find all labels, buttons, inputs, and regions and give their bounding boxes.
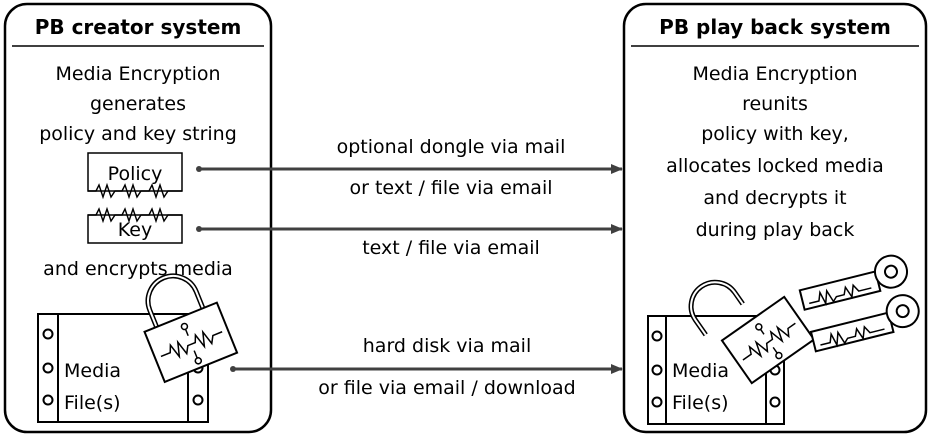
key-transfer-arrow: text / file via email (196, 224, 623, 259)
playback-open-padlock-icon (688, 279, 816, 385)
playback-media-label-1: Media (672, 360, 729, 382)
film-hole (769, 396, 781, 408)
playback-line-6: during play back (696, 219, 855, 241)
playback-media-label-2: File(s) (672, 392, 729, 414)
playback-key-icon (798, 254, 908, 311)
playback-line-4: allocates locked media (666, 155, 884, 177)
policy-transfer-arrow: optional dongle via mail or text / file … (196, 136, 623, 199)
playback-line-2: reunits (742, 93, 808, 115)
creator-encrypts-text: and encrypts media (43, 258, 233, 280)
playback-title: PB play back system (659, 15, 891, 39)
film-hole (651, 396, 663, 408)
film-hole (42, 394, 54, 406)
media-transfer-arrow: hard disk via mail or file via email / d… (230, 335, 623, 399)
policy-key-zigzag (88, 182, 182, 200)
key-label: Key (118, 219, 152, 241)
creator-padlock-icon (143, 273, 239, 384)
policy-transfer-label-2: or text / file via email (349, 177, 552, 199)
creator-media-label-1: Media (64, 360, 121, 382)
policy-box: Policy (87, 152, 183, 200)
creator-title: PB creator system (35, 15, 242, 39)
creator-line-3: policy and key string (39, 123, 237, 145)
film-hole (42, 328, 54, 340)
policy-transfer-label-1: optional dongle via mail (337, 136, 566, 158)
media-transfer-label-1: hard disk via mail (363, 335, 531, 357)
creator-line-2: generates (90, 93, 186, 115)
playback-line-3: policy with key, (701, 123, 849, 145)
film-hole (42, 362, 54, 374)
creator-media-label-2: File(s) (64, 392, 121, 414)
film-hole (192, 394, 204, 406)
media-transfer-label-2: or file via email / download (318, 377, 575, 399)
playback-key-icon (809, 294, 920, 353)
key-transfer-label: text / file via email (362, 237, 540, 259)
creator-line-1: Media Encryption (55, 63, 220, 85)
film-hole (651, 330, 663, 342)
creator-system-panel: PB creator system Media Encryption gener… (3, 2, 273, 434)
key-box: Key (87, 206, 183, 244)
policy-label: Policy (108, 163, 163, 185)
playback-line-5: and decrypts it (703, 187, 846, 209)
film-hole (651, 364, 663, 376)
playback-line-1: Media Encryption (692, 63, 857, 85)
playback-system-panel: PB play back system Media Encryption reu… (622, 2, 928, 434)
